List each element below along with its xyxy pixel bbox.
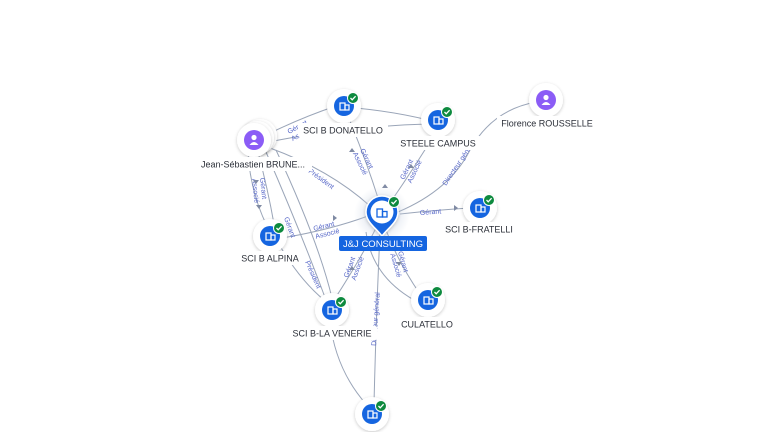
node-florence[interactable] — [529, 83, 563, 117]
node-culatello[interactable] — [411, 283, 445, 317]
node-label-culatello: CULATELLO — [401, 320, 453, 330]
central-node[interactable] — [354, 186, 410, 242]
check-badge-icon — [335, 296, 347, 308]
company-icon — [376, 208, 388, 218]
node-labels: SCI B DONATELLO STEELE CAMPUS Florence R… — [195, 116, 597, 340]
label-steele: STEELE CAMPUS — [395, 136, 481, 150]
company-icon — [433, 116, 444, 125]
person-icon — [541, 94, 551, 105]
check-badge-icon — [347, 92, 359, 104]
edge-bottom-central[interactable] — [373, 231, 381, 405]
edge-label-bottom-central: Directeur général — [371, 292, 382, 346]
label-florence: Florence ROUSSELLE — [497, 116, 597, 130]
central-label: J&J CONSULTING — [343, 239, 423, 250]
node-fratelli[interactable] — [463, 191, 497, 225]
node-jeanseb[interactable] — [237, 119, 277, 157]
company-icon — [423, 296, 434, 305]
company-icon — [367, 410, 378, 419]
node-label-alpina: SCI B ALPINA — [241, 254, 299, 264]
node-alpina[interactable] — [253, 219, 287, 253]
label-donatello: SCI B DONATELLO — [298, 123, 388, 137]
company-icon — [327, 306, 338, 315]
label-venerie: SCI B-LA VENERIE — [287, 326, 377, 340]
check-badge-icon — [273, 222, 285, 234]
label-jeanseb: Jean-Sébastien BRUNE... — [195, 157, 312, 171]
company-icon — [475, 204, 486, 213]
label-fratelli: SCI B-FRATELLI — [440, 222, 518, 236]
edge-label-jeanseb-venerie: Président — [303, 260, 321, 290]
label-culatello: CULATELLO — [396, 317, 458, 331]
edge-label-alpina-central: GérantAssocié — [313, 220, 341, 241]
check-badge-icon — [375, 400, 387, 412]
node-label-jeanseb: Jean-Sébastien BRUNE... — [201, 160, 305, 170]
node-label-florence: Florence ROUSSELLE — [501, 119, 593, 129]
company-icon — [265, 232, 276, 241]
node-venerie[interactable] — [315, 293, 349, 327]
edge-label-donatello-central: GérantAssocié — [351, 148, 375, 177]
edge-label-fratelli-central: Gérant — [420, 209, 442, 217]
node-label-steele: STEELE CAMPUS — [400, 139, 476, 149]
node-donatello[interactable] — [327, 89, 361, 123]
person-icon — [249, 134, 259, 145]
label-alpina: SCI B ALPINA — [236, 251, 304, 265]
node-steele[interactable] — [421, 103, 455, 137]
edge-label-steele-central: GérantAssocié — [400, 156, 424, 185]
check-badge-icon — [388, 196, 400, 208]
check-badge-icon — [483, 194, 495, 206]
node-label-fratelli: SCI B-FRATELLI — [445, 225, 513, 235]
edge-label-jeanseb-alpina: GérantAssocié — [250, 177, 267, 203]
node-label-venerie: SCI B-LA VENERIE — [292, 329, 371, 339]
central-tag[interactable]: J&J CONSULTING — [339, 236, 427, 251]
edge-label-venerie-central: GérantAssocié — [343, 253, 366, 281]
check-badge-icon — [441, 106, 453, 118]
check-badge-icon — [431, 286, 443, 298]
node-bottom[interactable] — [355, 397, 389, 431]
edge-donatello-steele[interactable] — [355, 107, 429, 121]
company-icon — [339, 102, 350, 111]
node-label-donatello: SCI B DONATELLO — [303, 126, 383, 136]
